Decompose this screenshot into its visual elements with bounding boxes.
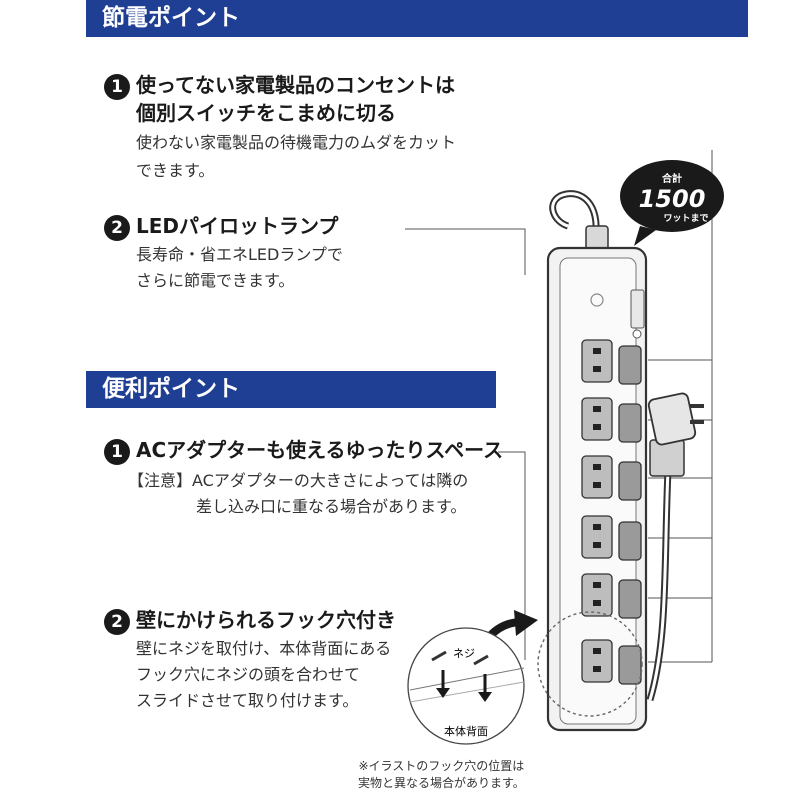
outlet-group	[581, 339, 642, 685]
wattage-badge: 合計 1500 ワットまで	[620, 160, 724, 246]
down-arrow-icon	[436, 670, 492, 702]
feature-body-line2: できます。	[136, 161, 215, 180]
hook-hole-highlight	[537, 611, 643, 717]
section-title: 便利ポイント	[102, 376, 240, 402]
screw-label: ネジ	[453, 647, 475, 660]
feature-body-line1: 使わない家電製品の待機電力のムダをカット	[136, 133, 457, 152]
number-badge: 1	[104, 439, 130, 465]
feature-note-line1: 【注意】ACアダプターの大きさによっては隣の	[128, 471, 469, 490]
feature-note-line2: 差し込み口に重なる場合があります。	[196, 497, 467, 516]
plug-icon	[646, 392, 704, 702]
number-badge: 1	[104, 74, 130, 100]
feature-heading-line1: 使ってない家電製品のコンセントは	[136, 73, 455, 97]
number-badge: 2	[104, 215, 130, 241]
feature-heading-line1: LEDパイロットランプ	[136, 214, 339, 238]
feature-body-line1: 長寿命・省エネLEDランプで	[136, 245, 343, 264]
feature-body-line3: スライドさせて取り付けます。	[136, 691, 359, 710]
footnote: ※イラストのフック穴の位置は 実物と異なる場合があります。	[358, 758, 525, 792]
feature-body-line1: 壁にネジを取付け、本体背面にある	[136, 639, 392, 658]
section-banner-benri: 便利ポイント	[86, 371, 496, 408]
wall-mount-inset: ネジ 本体背面	[407, 627, 525, 745]
badge-top: 合計	[661, 172, 682, 185]
feature-heading-line1: ACアダプターも使えるゆったりスペース	[136, 438, 504, 462]
badge-number: 1500	[639, 185, 706, 213]
feature-heading-line2: 個別スイッチをこまめに切る	[136, 101, 396, 125]
footnote-line1: ※イラストのフック穴の位置は	[358, 759, 525, 773]
feature-heading-line1: 壁にかけられるフック穴付き	[136, 608, 396, 632]
badge-bottom: ワットまで	[663, 213, 708, 224]
section-title: 節電ポイント	[102, 5, 240, 31]
led-lamp	[632, 329, 642, 339]
power-strip-illustration: 合計 1500 ワットまで ネジ 本体背面	[405, 150, 724, 745]
back-label: 本体背面	[444, 724, 488, 738]
feature-body-line2: フック穴にネジの頭を合わせて	[136, 665, 361, 684]
feature-body-line2: さらに節電できます。	[136, 271, 295, 290]
section-banner-setsuden: 節電ポイント	[86, 0, 748, 37]
number-badge: 2	[104, 609, 130, 635]
footnote-line2: 実物と異なる場合があります。	[358, 776, 525, 790]
screw-icon	[431, 650, 489, 666]
